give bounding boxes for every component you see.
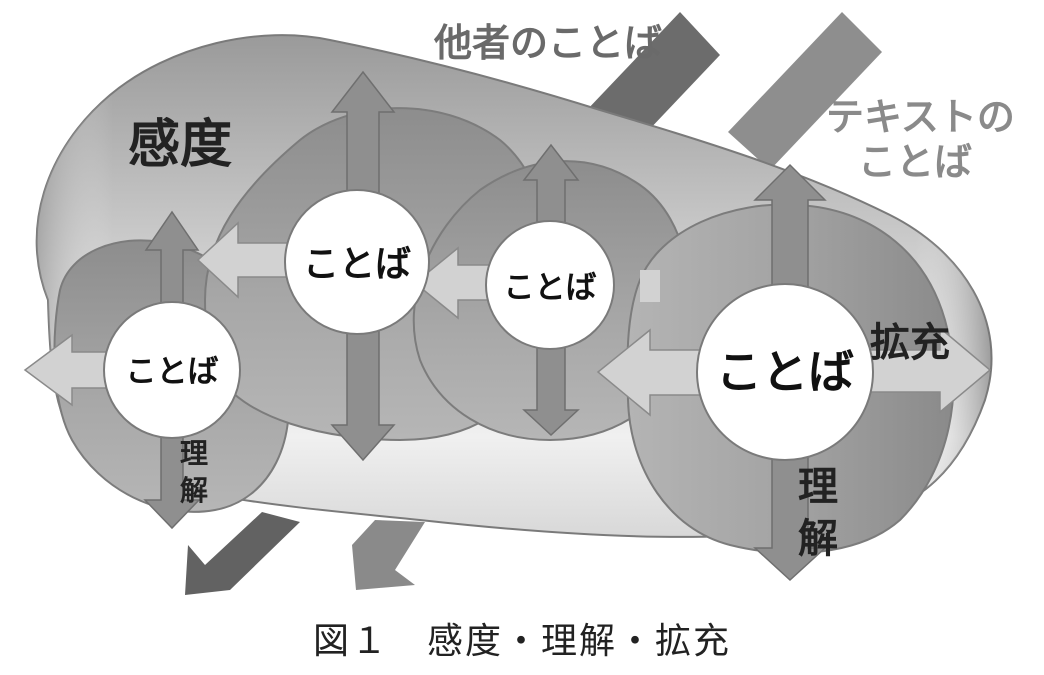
circle-medium-label: ことば: [303, 244, 411, 285]
arrow-outgoing-mid: [352, 520, 425, 590]
arrow-text-incoming: [728, 12, 882, 170]
label-kakuju: 拡充: [870, 320, 950, 366]
label-text-line1: テキストの: [826, 95, 1015, 139]
label-text-line2: ことば: [858, 140, 972, 184]
label-tasha: 他者のことば: [433, 21, 662, 65]
label-kando: 感度: [128, 115, 232, 175]
arrow-outgoing-dark: [185, 512, 300, 595]
label-rikai-right-1: 理: [798, 464, 838, 510]
diagram-canvas: ことば ことば ことば ことば 感度 他者のことば テキストの ことば 拡充 理…: [23, 12, 1015, 595]
label-rikai-right-2: 解: [798, 516, 838, 562]
circle-middle-label: ことば: [504, 270, 597, 306]
circle-large-label: ことば: [716, 345, 854, 399]
circle-medium: [284, 189, 430, 335]
arrow-to-circle-middle: [640, 270, 660, 302]
label-rikai-left-1: 理: [180, 437, 208, 470]
circle-small-label: ことば: [126, 354, 219, 390]
circle-small: [103, 301, 241, 439]
circle-large: [696, 283, 874, 461]
figure-caption: 図１ 感度・理解・拡充: [312, 621, 731, 662]
circle-middle: [485, 220, 615, 350]
label-rikai-left-2: 解: [180, 474, 208, 507]
